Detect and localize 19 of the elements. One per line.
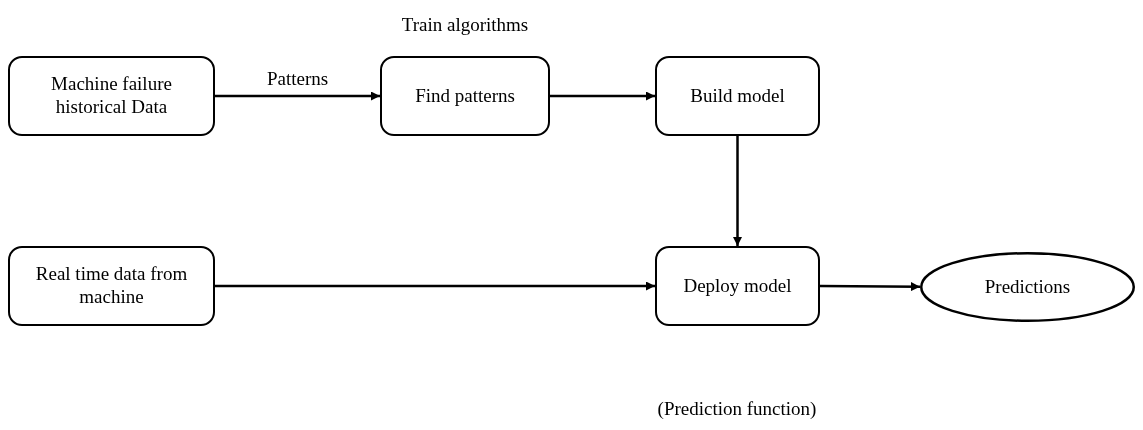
node-label: Predictions [984,275,1071,299]
terminal-ellipse [920,252,1135,322]
arrow [215,91,380,101]
process-box [8,56,215,136]
process-box [380,56,550,136]
node-caption: (Prediction function) [657,398,817,420]
node-label: Build model [690,84,785,108]
arrow [733,136,742,246]
node-label: Machine failure historical Data [50,73,173,119]
node-label: Real time data from machine [34,263,189,309]
process-box [655,246,820,326]
node-label: Find patterns [415,84,515,108]
arrow [215,281,655,291]
arrow [820,282,920,292]
node-caption: Train algorithms [401,14,529,36]
process-box [655,56,820,136]
arrow [550,91,655,101]
node-label: Deploy model [683,274,792,298]
process-box [8,246,215,326]
